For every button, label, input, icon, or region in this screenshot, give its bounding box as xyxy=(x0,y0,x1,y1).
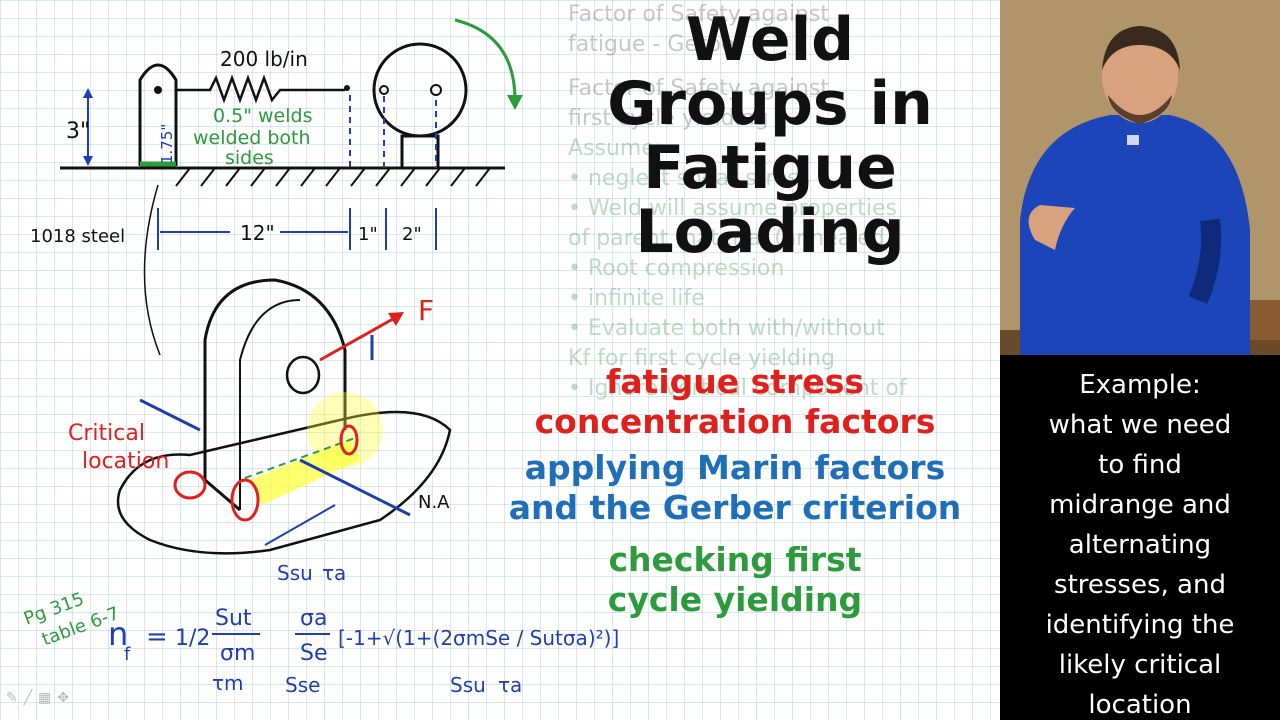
presenter-figure xyxy=(1000,0,1280,355)
inner-height-label: 1.75" xyxy=(158,124,176,164)
equation-se: Se xyxy=(300,641,328,666)
force-label: F xyxy=(418,294,434,327)
note-line: Assume: xyxy=(568,136,663,161)
note-line: of parent material (annealed) xyxy=(568,226,894,251)
topic-first-cycle: checking first xyxy=(608,540,862,579)
note-line: • Evaluate both with/without xyxy=(568,316,885,341)
pin-boss xyxy=(285,355,321,395)
title-line: Groups in xyxy=(607,69,933,139)
graph-paper-background xyxy=(0,0,1000,720)
equation-bracket: [-1+√(1+(2σmSe / Sutσa)²)] xyxy=(338,626,619,650)
presenter-video xyxy=(1000,0,1280,355)
caption-line: alternating xyxy=(1068,530,1212,560)
height-label: 3" xyxy=(66,119,90,144)
note-line: • infinite life xyxy=(568,286,705,311)
equation-tau-a-2: τa xyxy=(498,673,522,697)
critical-spot xyxy=(339,424,359,456)
spring-label: 200 lb/in xyxy=(220,47,308,71)
title-line: Weld xyxy=(685,5,855,75)
weld-highlight xyxy=(250,440,360,505)
critical-label: Critical xyxy=(68,421,145,446)
topic-concentration-factors: concentration factors xyxy=(534,402,936,441)
pin-hole xyxy=(154,86,162,94)
equation-equals: = xyxy=(146,622,168,652)
caption-line: location xyxy=(1088,690,1192,720)
note-line: Factor of Safety against xyxy=(568,76,829,101)
equation-half: 1/2 xyxy=(175,626,210,651)
equation-n: n xyxy=(108,615,128,653)
equation-tau-a: τa xyxy=(322,561,346,585)
caption-line: midrange and xyxy=(1049,490,1231,520)
equation-sigma-a: σa xyxy=(300,606,327,631)
title-line: Loading xyxy=(635,197,905,267)
equation-ssu-2: Ssu xyxy=(450,673,486,697)
move-icon[interactable]: ✥ xyxy=(57,690,76,706)
line-icon[interactable]: ╱ xyxy=(23,690,39,706)
dimension-12: 12" xyxy=(240,221,275,245)
example-caption: Example: what we need to find midrange a… xyxy=(1008,365,1272,725)
grid-icon[interactable]: ▦ xyxy=(38,690,58,706)
equation-sut: Sut xyxy=(215,606,252,631)
video-title: Weld Groups in Fatigue Loading xyxy=(540,8,1000,264)
topic-marin-factors: applying Marin factors xyxy=(524,448,946,487)
topic-fatigue-stress: fatigue stress xyxy=(605,362,865,401)
caption-line: Example: xyxy=(1079,370,1201,400)
equation-sse: Sse xyxy=(285,673,320,697)
ground-hatch xyxy=(175,167,491,187)
welded-label: welded both xyxy=(193,127,311,149)
bracket-side-view xyxy=(138,63,178,166)
note-line: Factor of Safety against xyxy=(568,2,829,27)
caption-line: to find xyxy=(1098,450,1182,480)
equation-tau-m: τm xyxy=(212,671,244,695)
caption-line: what we need xyxy=(1048,410,1232,440)
note-line: fatigue - Gerber xyxy=(568,32,744,57)
dimension-1: 1" xyxy=(358,224,378,245)
equation-subscript: f xyxy=(124,644,131,665)
note-line: Kf for first cycle yielding xyxy=(568,346,836,371)
background-notes: Factor of Safety against fatigue - Gerbe… xyxy=(568,0,998,620)
spring xyxy=(176,74,345,104)
rotation-arrow xyxy=(454,18,517,101)
weld-label: 0.5" welds xyxy=(213,105,312,127)
presenter-panel: Example: what we need to find midrange a… xyxy=(1000,0,1280,720)
note-line: first cycle yielding xyxy=(568,106,769,131)
caption-line: likely critical xyxy=(1058,650,1222,680)
note-line: • Root compression xyxy=(568,256,785,281)
caption-line: identifying the xyxy=(1045,610,1235,640)
neutral-axis-label: N.A xyxy=(418,492,450,513)
engineering-sketch: 3" 1.75" 200 lb/in 0.5" welds welded bot… xyxy=(21,18,619,697)
bracket-isometric xyxy=(203,278,347,480)
critical-spot xyxy=(230,478,260,522)
welded-label-sides: sides xyxy=(225,147,274,169)
material-label: 1018 steel xyxy=(30,226,125,247)
critical-spot xyxy=(173,470,207,500)
critical-label-2: location xyxy=(82,449,169,474)
drawing-toolbar[interactable]: ✎╱▦✥ xyxy=(6,690,75,706)
topic-yielding: cycle yielding xyxy=(607,580,863,619)
topic-gerber-criterion: and the Gerber criterion xyxy=(508,488,962,527)
topic-list: fatigue stress concentration factors app… xyxy=(470,362,1000,620)
equation-ssu: Ssu xyxy=(277,561,313,585)
note-line: • Ignore vertical component of xyxy=(568,376,907,401)
base-plate xyxy=(116,410,452,555)
title-line: Fatigue xyxy=(643,133,897,203)
caption-line: stresses, and xyxy=(1054,570,1226,600)
force-arrow xyxy=(319,313,401,362)
pen-icon[interactable]: ✎ xyxy=(6,690,24,706)
note-line: • Weld will assume properties xyxy=(568,196,897,221)
equation-sigma-m: σm xyxy=(220,641,255,666)
dimension-2: 2" xyxy=(402,224,422,245)
leader-line xyxy=(143,184,161,356)
note-line: • neglect shear stress xyxy=(568,166,811,191)
